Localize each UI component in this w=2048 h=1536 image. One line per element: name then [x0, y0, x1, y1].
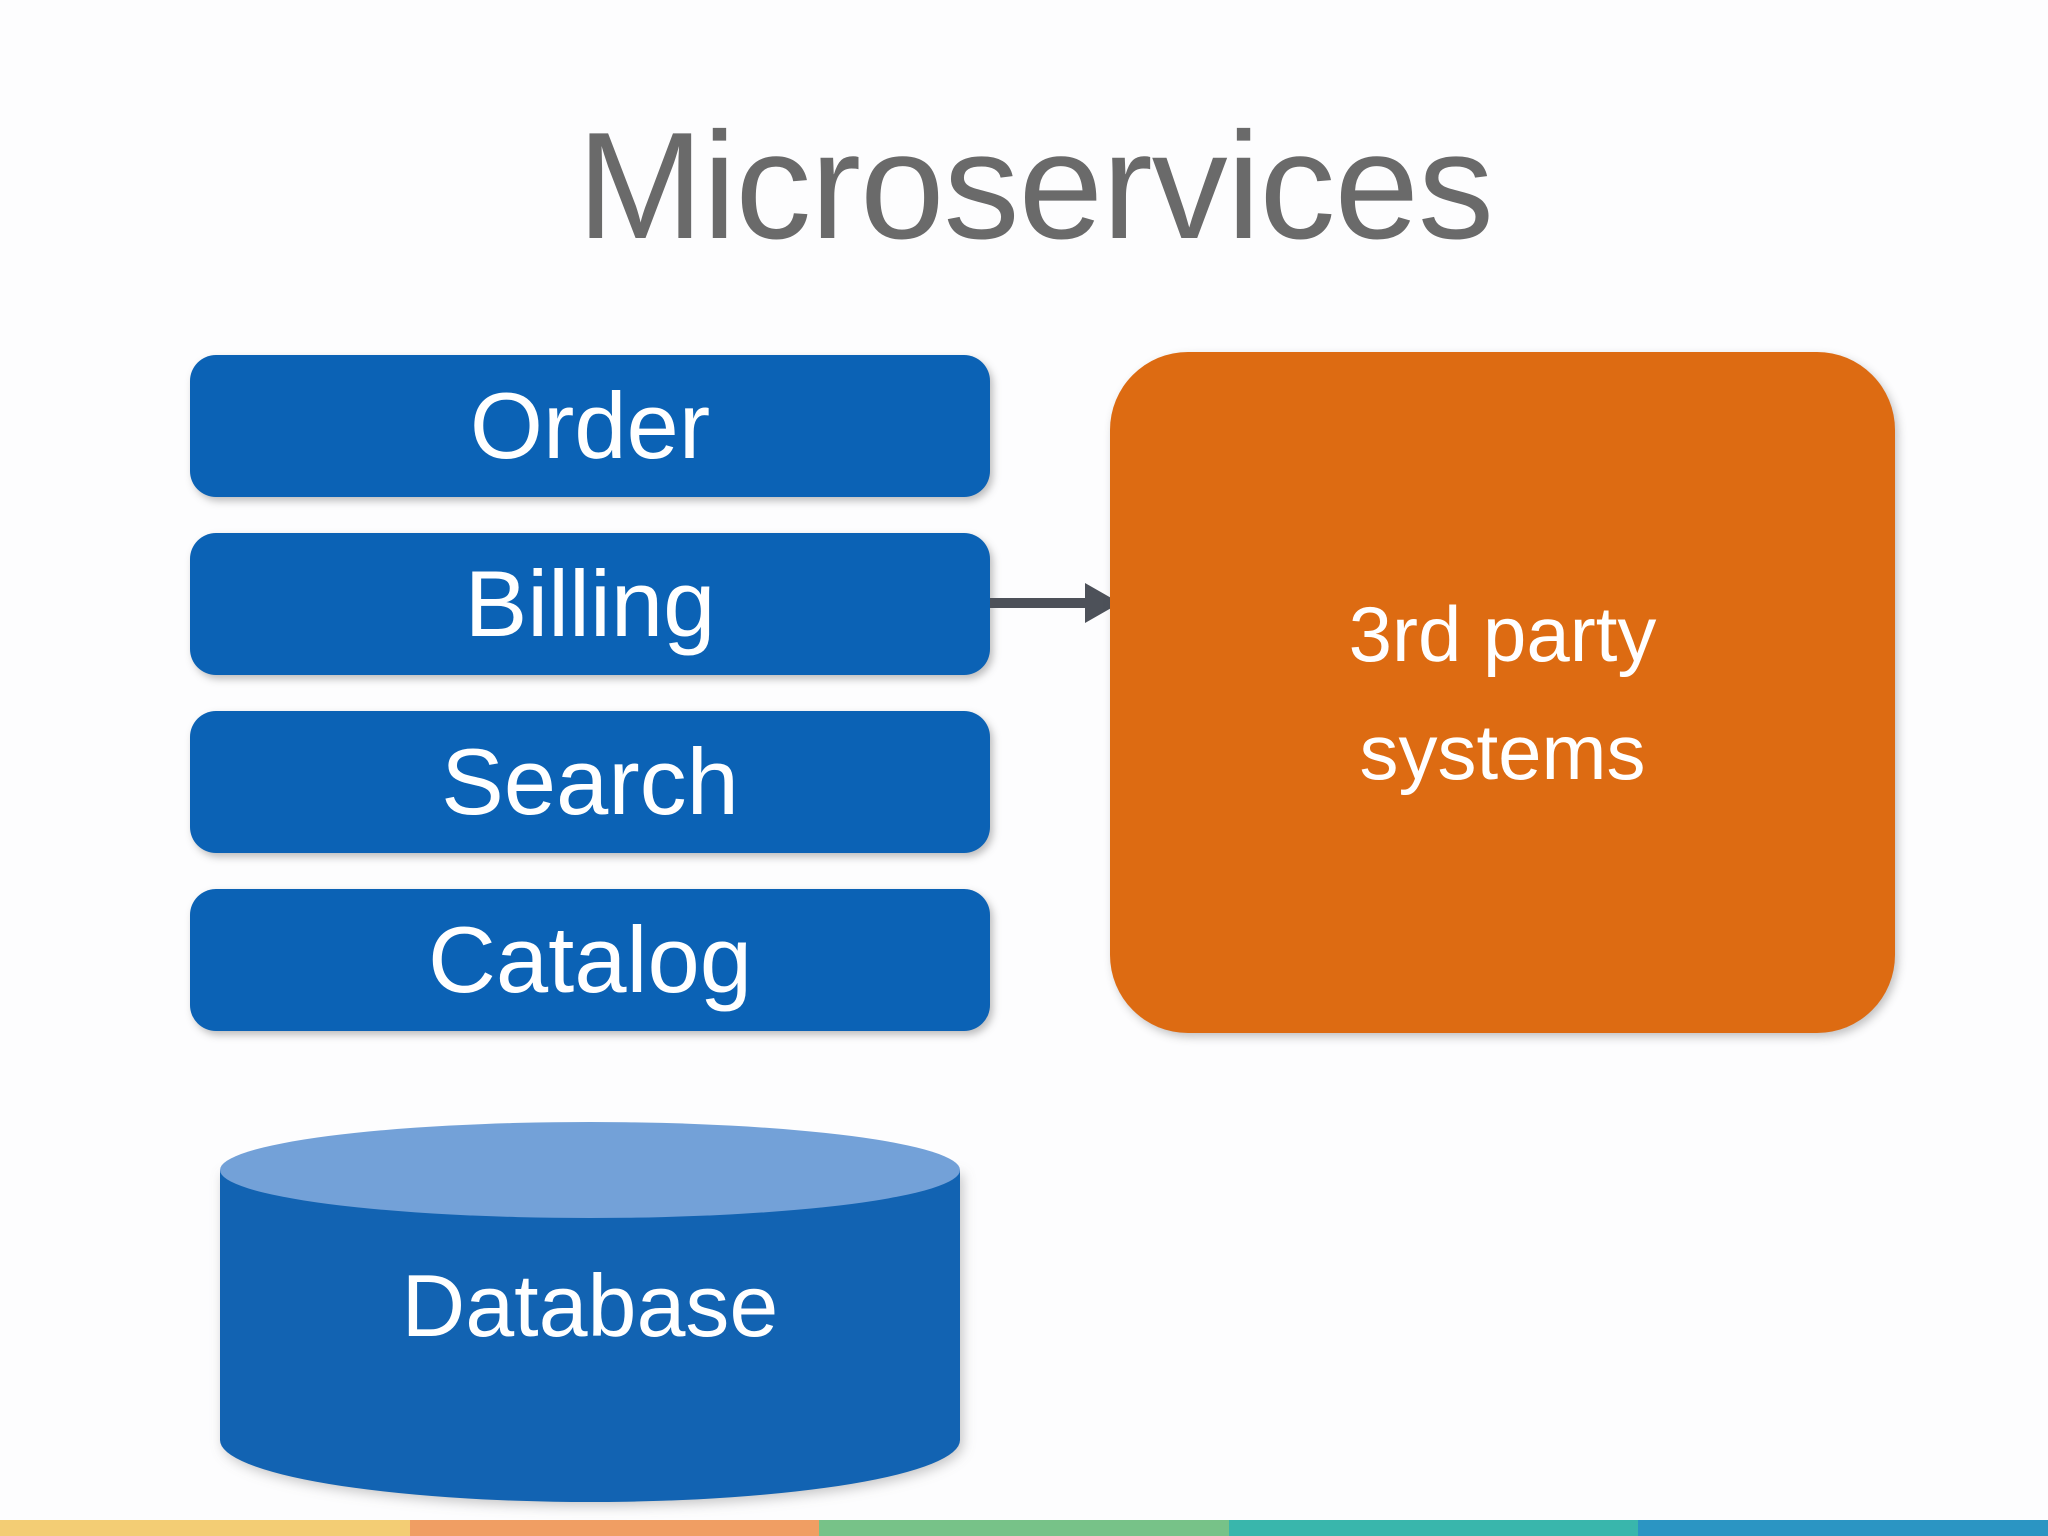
database-cylinder: Database: [220, 1122, 960, 1502]
service-label-search: Search: [441, 729, 739, 834]
service-label-billing: Billing: [464, 551, 716, 656]
footer-stripe-segment: [0, 1520, 410, 1536]
service-label-catalog: Catalog: [428, 907, 752, 1012]
service-label-order: Order: [469, 373, 711, 478]
footer-stripe-segment: [409, 1520, 820, 1536]
arrow-billing-to-third-party: [990, 583, 1120, 623]
footer-stripe-segment: [819, 1520, 1229, 1536]
service-box-search: Search: [190, 711, 990, 853]
third-party-systems-box: 3rd party systems: [1110, 352, 1895, 1033]
service-box-order: Order: [190, 355, 990, 497]
footer-stripe-segment: [1228, 1520, 1639, 1536]
cylinder-top-ellipse: [220, 1122, 960, 1218]
third-party-label-line2: systems: [1359, 707, 1646, 796]
service-box-catalog: Catalog: [190, 889, 990, 1031]
page-title: Microservices: [577, 101, 1494, 271]
third-party-label-line1: 3rd party: [1348, 589, 1657, 678]
footer-stripe: [0, 1520, 2048, 1536]
database-label: Database: [402, 1256, 779, 1355]
cylinder-body: [220, 1170, 960, 1502]
service-box-billing: Billing: [190, 533, 990, 675]
footer-stripe-segment: [1638, 1520, 2048, 1536]
